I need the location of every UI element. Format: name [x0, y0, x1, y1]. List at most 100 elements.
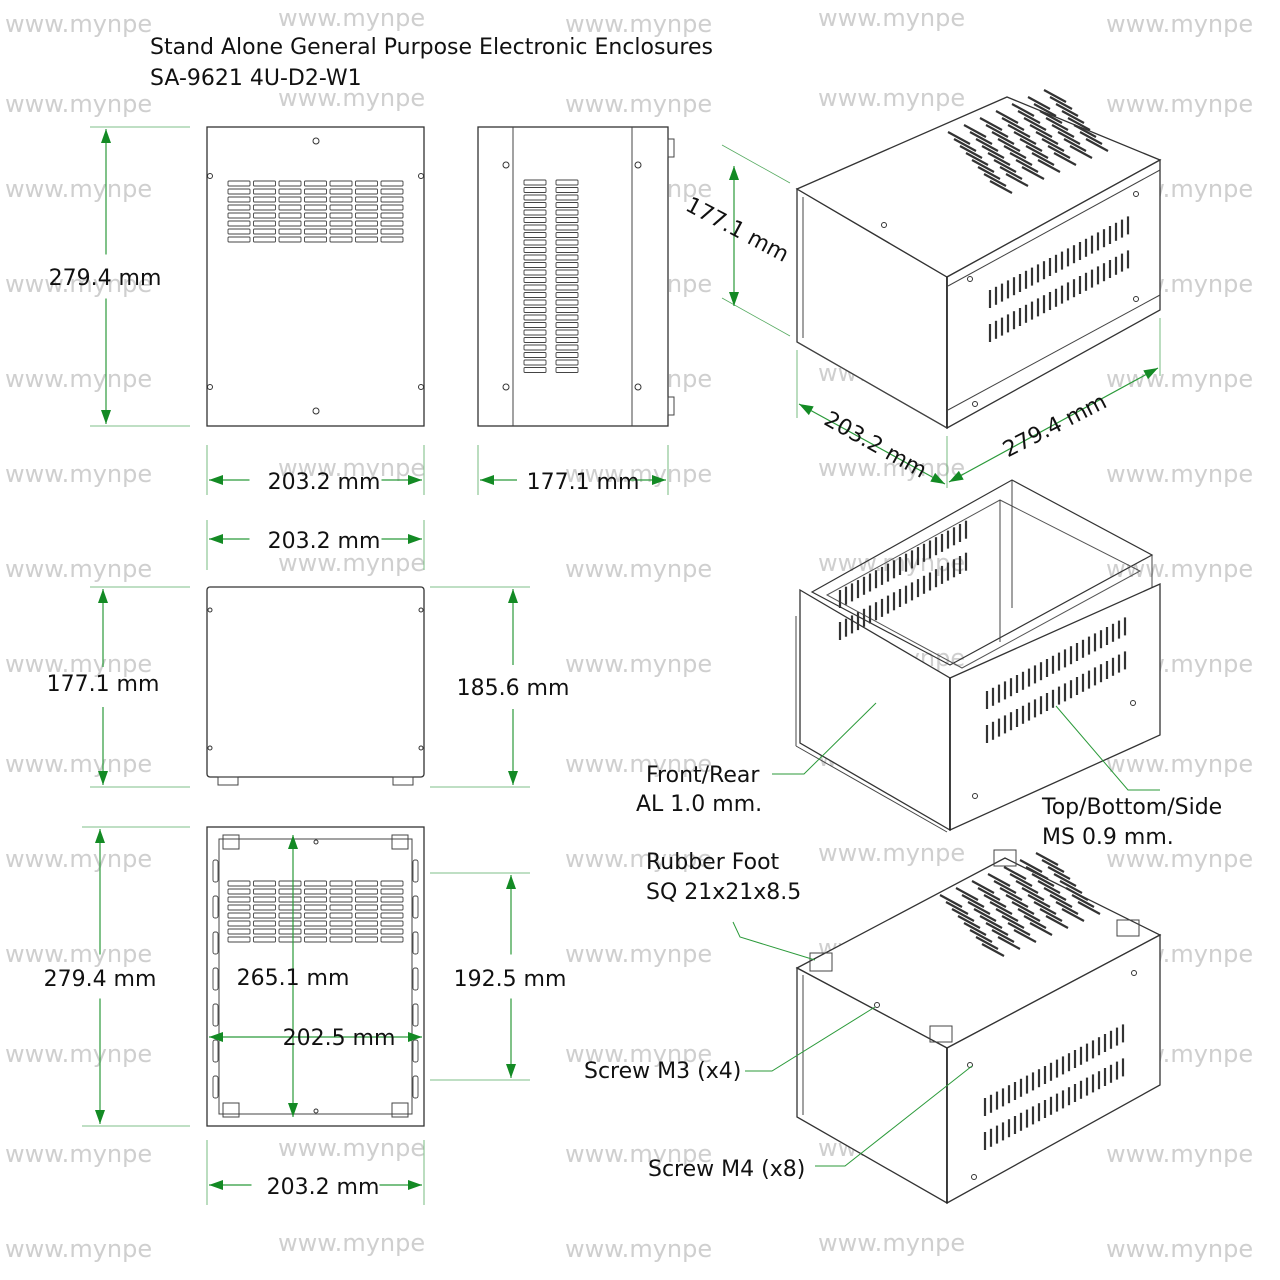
vent-slot	[380, 228, 404, 235]
vent-slot	[329, 880, 353, 887]
side-slot	[412, 1039, 419, 1063]
vent-slot	[997, 936, 1021, 950]
vent-slot	[329, 204, 353, 211]
vent-slot	[523, 322, 547, 328]
vent-slot	[355, 180, 378, 187]
vent-slot	[253, 888, 276, 895]
vent-slot	[555, 269, 579, 276]
vent-slot	[523, 344, 547, 351]
vent-slot	[1019, 859, 1043, 873]
vent-slot	[961, 894, 985, 908]
vent-slot	[1013, 929, 1037, 943]
vent-slot	[304, 904, 327, 911]
vent-slot	[253, 912, 276, 919]
vent-slot	[1001, 915, 1025, 929]
vent-slot	[380, 212, 404, 219]
vent-slot	[329, 896, 353, 903]
vent-slot	[227, 880, 251, 887]
extension-line	[721, 144, 791, 184]
vent-slot	[329, 912, 353, 919]
vent-slot	[329, 888, 353, 895]
vent-slot	[963, 922, 987, 936]
vent-slot	[555, 217, 579, 223]
vent-slot	[1011, 901, 1035, 915]
vent-slot	[555, 232, 579, 238]
dimension-arrow	[101, 410, 111, 424]
vent-slot	[523, 307, 547, 313]
dim-bottom-inner-width: 202.5 mm	[283, 1026, 396, 1051]
iso-side-vents-bottom	[983, 1024, 1125, 1150]
vent-slot	[278, 188, 302, 195]
watermark-text: www.mynpe	[818, 84, 965, 112]
dimension-arrow	[652, 475, 666, 485]
side-slot	[212, 1075, 219, 1099]
dimension-arrow	[799, 404, 814, 416]
watermark-text: www.mynpe	[565, 940, 712, 968]
vent-slot	[253, 220, 276, 227]
vent-slot	[304, 936, 327, 943]
vent-slot	[555, 344, 579, 351]
iso-view-open	[795, 479, 1161, 833]
vent-slot	[523, 262, 547, 268]
vent-slot	[981, 943, 1005, 957]
iso-inner-vents	[838, 520, 968, 640]
vent-slot	[380, 896, 404, 903]
vent-slot	[1053, 152, 1077, 166]
vent-slot	[278, 904, 302, 911]
vent-slot	[1035, 131, 1059, 145]
vent-slot	[227, 228, 251, 235]
watermark-text: www.mynpe	[818, 549, 965, 577]
vent-slot	[555, 307, 579, 313]
vent-slot	[278, 196, 302, 203]
vent-slot	[227, 212, 251, 219]
vent-slot	[1007, 922, 1031, 936]
vent-slot	[555, 224, 579, 231]
vent-slot	[1031, 873, 1055, 887]
watermark-text: www.mynpe	[1106, 750, 1253, 778]
side-slot	[412, 967, 419, 991]
vent-slot	[304, 196, 327, 203]
vent-slot	[304, 880, 327, 887]
vent-slot	[523, 299, 547, 306]
vent-slot	[523, 352, 547, 358]
watermark-text: www.mynpe	[278, 4, 425, 32]
vent-slot	[1037, 880, 1061, 894]
vent-slot	[995, 908, 1019, 922]
vent-slot	[1033, 901, 1057, 915]
watermark-text: www.mynpe	[5, 845, 152, 873]
dim-top-width: 203.2 mm	[268, 470, 381, 495]
vent-slot	[523, 239, 547, 246]
side-view	[477, 126, 675, 427]
dim-front-height: 177.1 mm	[47, 672, 160, 697]
vent-slot	[329, 904, 353, 911]
vent-slot	[278, 212, 302, 219]
side-slot	[212, 1039, 219, 1063]
vent-slot	[380, 888, 404, 895]
vent-slot	[355, 928, 378, 935]
vent-slot	[278, 920, 302, 927]
vent-slot	[555, 194, 579, 201]
vent-slot	[957, 915, 981, 929]
bottom-vent-slots	[227, 880, 404, 943]
vent-slot	[227, 912, 251, 919]
vent-slot	[278, 236, 302, 243]
vent-slot	[1007, 124, 1031, 138]
top-view	[206, 126, 425, 427]
dim-bottom-inner-length: 265.1 mm	[237, 966, 350, 991]
vent-slot	[355, 904, 378, 911]
vent-slot	[523, 359, 547, 366]
vent-slot	[380, 220, 404, 227]
dim-front-width: 203.2 mm	[268, 529, 381, 554]
vent-slot	[253, 204, 276, 211]
vent-slot	[523, 367, 547, 373]
vent-slot	[555, 239, 579, 246]
callout-rubber-foot: Rubber Foot	[646, 850, 780, 875]
watermark-text: www.mynpe	[5, 1040, 152, 1068]
vent-slot	[1025, 866, 1049, 880]
vent-slot	[278, 880, 302, 887]
dim-iso-height: 177.1 mm	[681, 193, 792, 268]
vent-slot	[1025, 145, 1049, 159]
vent-slot	[253, 880, 276, 887]
watermark-text: www.mynpe	[278, 1134, 425, 1162]
rubber-foot	[1116, 919, 1140, 937]
